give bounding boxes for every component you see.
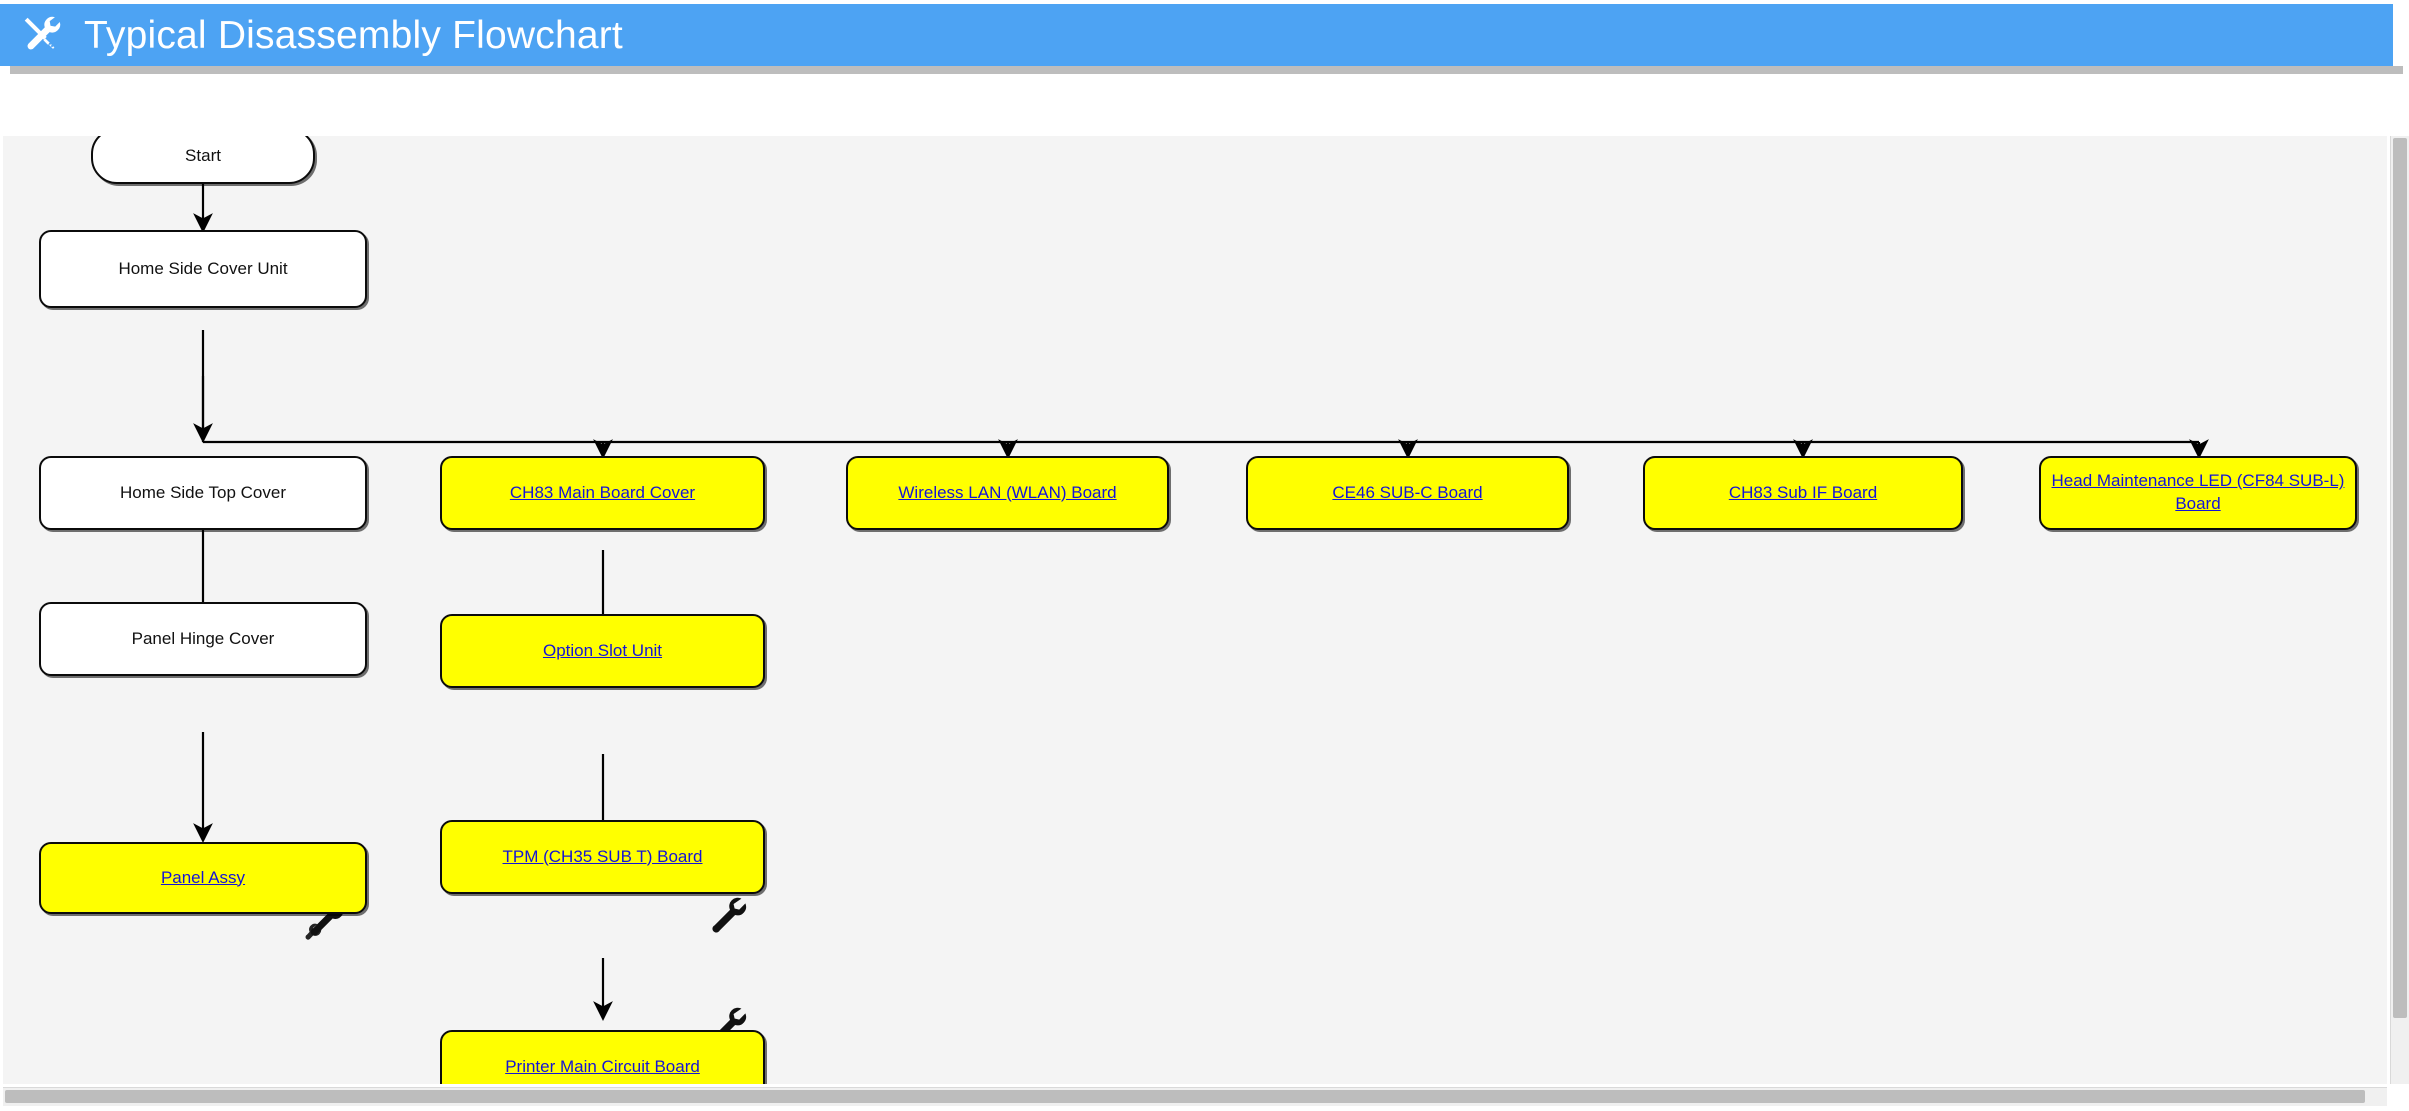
node-option-slot-unit[interactable]: Option Slot Unit — [440, 614, 765, 688]
node-printer-main-circuit-board-label: Printer Main Circuit Board — [505, 1056, 700, 1076]
node-wireless-lan-wlan-board[interactable]: Wireless LAN (WLAN) Board — [846, 456, 1169, 530]
node-home-side-cover-unit[interactable]: Home Side Cover Unit — [39, 230, 367, 308]
node-ch83-main-board-cover[interactable]: CH83 Main Board Cover — [440, 456, 765, 530]
node-start[interactable]: Start — [91, 136, 315, 184]
page-header: Typical Disassembly Flowchart — [0, 4, 2393, 66]
wrench-icon-panel-assy — [303, 898, 345, 940]
horizontal-scrollbar[interactable] — [3, 1087, 2387, 1106]
node-option-slot-unit-label: Option Slot Unit — [542, 640, 663, 660]
node-panel-assy-label: Panel Assy — [160, 867, 246, 887]
page-title: Typical Disassembly Flowchart — [84, 13, 623, 57]
node-head-maintenance-led-cf84-sub-l-board[interactable]: Head Maintenance LED (CF84 SUB-L) Board — [2039, 456, 2357, 530]
header-shadow — [10, 66, 2403, 74]
node-home-side-top-cover-label: Home Side Top Cover — [120, 482, 286, 502]
node-home-side-cover-unit-label: Home Side Cover Unit — [118, 258, 288, 278]
node-home-side-top-cover[interactable]: Home Side Top Cover — [39, 456, 367, 530]
node-ce46-sub-c-board-label: CE46 SUB-C Board — [1332, 482, 1483, 502]
vertical-scrollbar[interactable] — [2390, 136, 2409, 1084]
wrench-icon-tpm-board — [706, 892, 748, 934]
node-head-maintenance-led-cf84-sub-l-board-label: Head Maintenance LED (CF84 SUB-L) Board — [2051, 471, 2345, 513]
node-panel-hinge-cover[interactable]: Panel Hinge Cover — [39, 602, 367, 676]
wrench-screwdriver-icon — [18, 12, 64, 58]
node-tpm-ch35-sub-t-board-label: TPM (CH35 SUB T) Board — [502, 846, 703, 866]
flowchart-canvas: Start Home Side Cover Unit Home Side Top… — [3, 136, 2387, 1084]
vertical-scrollbar-thumb[interactable] — [2393, 138, 2407, 1018]
node-panel-assy[interactable]: Panel Assy — [39, 842, 367, 914]
node-panel-hinge-cover-label: Panel Hinge Cover — [131, 628, 275, 648]
node-start-label: Start — [185, 145, 221, 165]
node-ce46-sub-c-board[interactable]: CE46 SUB-C Board — [1246, 456, 1569, 530]
node-ch83-sub-if-board-label: CH83 Sub IF Board — [1728, 482, 1878, 502]
horizontal-scrollbar-thumb[interactable] — [5, 1090, 2365, 1103]
node-printer-main-circuit-board[interactable]: Printer Main Circuit Board — [440, 1030, 765, 1084]
node-ch83-main-board-cover-label: CH83 Main Board Cover — [509, 482, 696, 502]
node-wireless-lan-wlan-board-label: Wireless LAN (WLAN) Board — [898, 482, 1117, 502]
node-tpm-ch35-sub-t-board[interactable]: TPM (CH35 SUB T) Board — [440, 820, 765, 894]
node-ch83-sub-if-board[interactable]: CH83 Sub IF Board — [1643, 456, 1963, 530]
